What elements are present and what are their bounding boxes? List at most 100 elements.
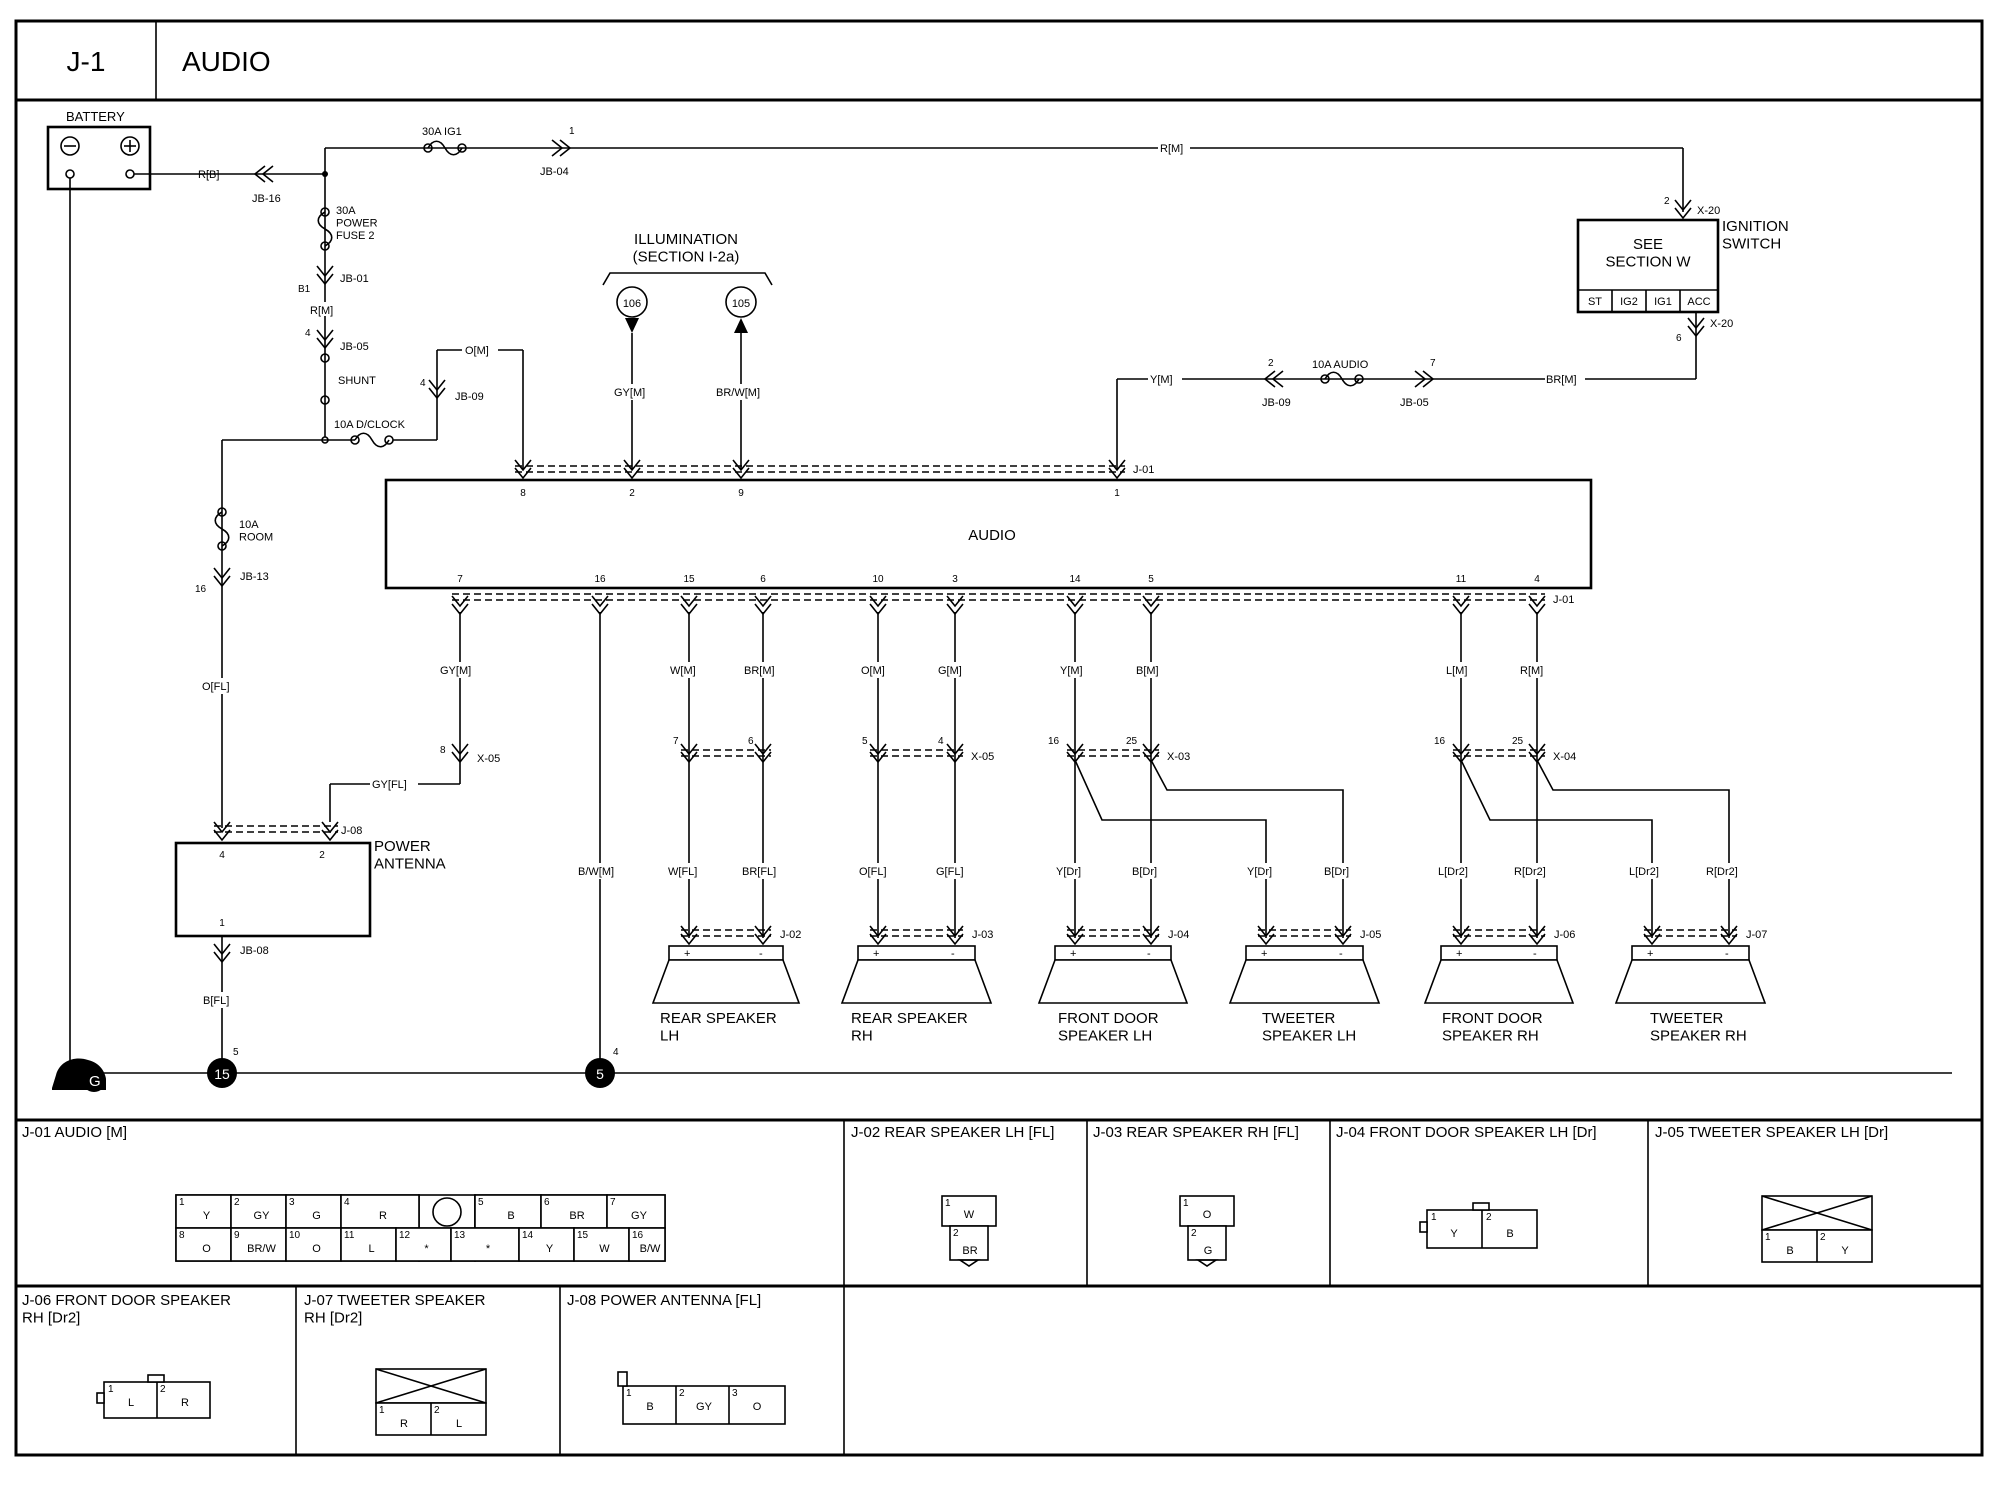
speaker-symbol: +-J-05 (1228, 925, 1381, 1004)
ground-15-label: 15 (214, 1066, 230, 1082)
connector-j08 (213, 821, 339, 842)
pin-color: Y (1841, 1245, 1849, 1257)
wire-label: O[FL] (202, 681, 230, 693)
ref-circle-106 (616, 286, 648, 318)
connector-jb04 (551, 139, 572, 157)
connector-label: J-01 (1553, 594, 1574, 606)
ign-terminal: ACC (1687, 296, 1710, 308)
connector-view-j08 (617, 1371, 786, 1425)
audio-pin: 5 (1148, 574, 1154, 585)
wire-label: L[M] (1446, 665, 1467, 677)
pin-number: 1 (1431, 1212, 1437, 1223)
pin-number: 5 (233, 1047, 239, 1058)
connector-view-j05 (1761, 1195, 1873, 1263)
connector-j01-top (514, 459, 1126, 480)
j01-cells: 1Y2GY3G4R5B6BR7GY8O9BR/W10O11L12*13*14Y1… (175, 1194, 666, 1262)
wire-label: BR[FL] (742, 866, 776, 878)
connector-jb13 (213, 567, 231, 588)
connector-jb01 (316, 265, 334, 286)
connector-x20-top (1674, 199, 1692, 220)
pin-number: 2 (319, 850, 325, 861)
pin-number: 10 (289, 1230, 301, 1241)
pin-color: R (400, 1418, 408, 1430)
svg-text:-: - (1339, 948, 1343, 960)
battery-label: BATTERY (66, 109, 125, 124)
connector-view-j04 (1419, 1202, 1538, 1249)
wire-label: B[FL] (203, 995, 229, 1007)
connector-x20-bottom (1687, 317, 1705, 338)
panel-title-j03: J-03 REAR SPEAKER RH [FL] (1093, 1124, 1299, 1141)
connector-x05-left (451, 743, 469, 764)
connector-label: J-05 (1360, 929, 1381, 941)
pin-number: 1 (1765, 1232, 1771, 1243)
ign-terminal: IG2 (1620, 296, 1638, 308)
pin-number: 2 (234, 1197, 240, 1208)
fuse-30a-ig1 (427, 140, 463, 156)
connector-label: X-05 (477, 753, 500, 765)
pin-number: 1 (1183, 1198, 1189, 1209)
battery-plus-icon (120, 136, 140, 156)
wire-label: R[B] (198, 169, 219, 181)
audio-pin: 14 (1069, 574, 1081, 585)
pin-number: 3 (732, 1388, 738, 1399)
pin-color: L (368, 1243, 374, 1255)
ign-terminal: ST (1588, 296, 1602, 308)
fuse-10a-audio (1324, 371, 1360, 387)
connector-label: X-03 (1167, 751, 1190, 763)
pin-number: 6 (544, 1197, 550, 1208)
pin-number: 2 (160, 1384, 166, 1395)
connector-label: J-06 (1554, 929, 1575, 941)
panel-title-j01: J-01 AUDIO [M] (22, 1124, 127, 1141)
pin-number: B1 (298, 284, 311, 295)
pin-color: O (202, 1243, 211, 1255)
connector-label: JB-04 (540, 166, 569, 178)
svg-text:-: - (951, 948, 955, 960)
connector-label: JB-16 (252, 193, 281, 205)
j01-pin-cell (474, 1194, 542, 1229)
j01-pin-cell (230, 1227, 287, 1262)
pin-color: BR/W (247, 1243, 276, 1255)
pin-number: 15 (577, 1230, 589, 1241)
panel-title-j02: J-02 REAR SPEAKER LH [FL] (851, 1124, 1054, 1141)
wire-label: Y[Dr] (1056, 866, 1081, 878)
connector-label: J-01 (1133, 464, 1154, 476)
pin-color: B (1786, 1245, 1793, 1257)
audio-pin: 8 (520, 488, 526, 499)
pin-number: 25 (1126, 736, 1138, 747)
pin-number: 14 (522, 1230, 534, 1241)
connector-label: J-03 (972, 929, 993, 941)
pin-color: O (753, 1401, 762, 1413)
pin-number: 3 (289, 1197, 295, 1208)
wire-label: BR/W[M] (716, 387, 760, 399)
pin-number: 1 (379, 1405, 385, 1416)
pin-number: 4 (420, 378, 426, 389)
pin-number: 4 (938, 736, 944, 747)
connector-label: J-02 (780, 929, 801, 941)
audio-unit (384, 478, 1593, 590)
pin-number: 9 (234, 1230, 240, 1241)
audio-pin: 6 (760, 574, 766, 585)
connector-label: X-20 (1697, 205, 1720, 217)
connector-label: JB-09 (455, 391, 484, 403)
svg-text:+: + (1647, 948, 1653, 960)
wire-label: BR[M] (1546, 374, 1577, 386)
connector-x05 (680, 743, 964, 764)
pin-color: Y (546, 1243, 554, 1255)
wire-label: R[M] (310, 305, 333, 317)
audio-pin: 16 (594, 574, 606, 585)
pin-number: 2 (1664, 196, 1670, 207)
pin-number: 2 (1191, 1228, 1197, 1239)
connector-view-j02 (941, 1195, 997, 1267)
wire-label: GY[M] (614, 387, 645, 399)
connector-label: J-08 (341, 825, 362, 837)
speaker-symbol: +-J-06 (1423, 925, 1575, 1004)
svg-text:+: + (684, 948, 690, 960)
pin-number: 8 (440, 745, 446, 756)
pin-number: 16 (1048, 736, 1060, 747)
battery-minus-icon (60, 136, 80, 156)
